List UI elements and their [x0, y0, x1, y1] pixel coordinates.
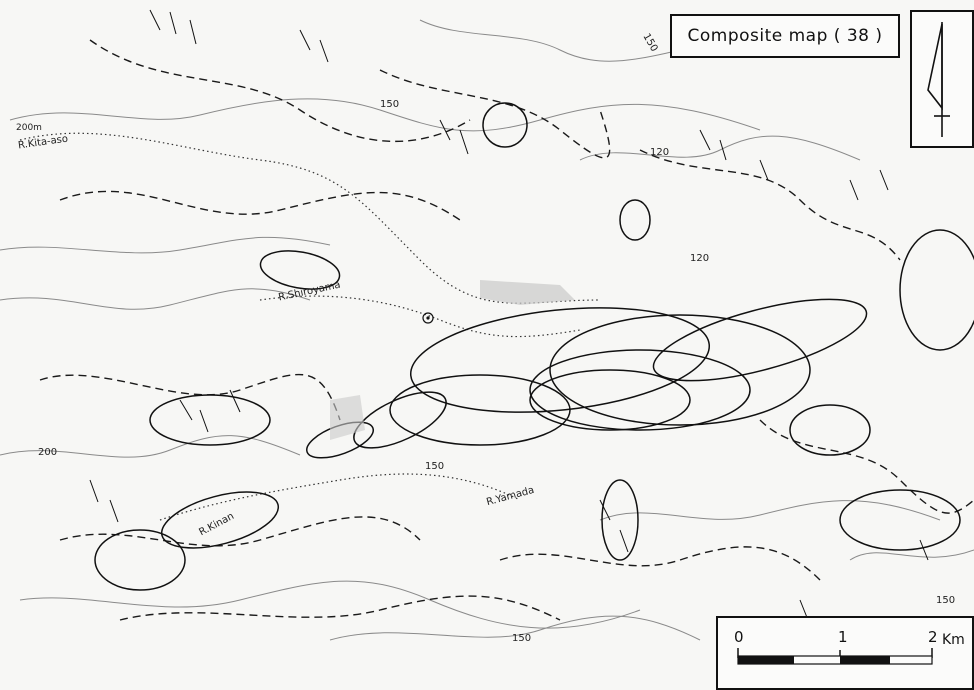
- contour-label-150-bottom: 150: [512, 633, 532, 644]
- river-lines: [19, 132, 601, 521]
- shaded-areas: [330, 280, 575, 440]
- north-arrow-icon: [927, 22, 950, 137]
- scale-unit: Km: [942, 632, 965, 648]
- contour-label-120-mid: 120: [690, 253, 710, 264]
- contour-label-150-center: 150: [425, 461, 445, 472]
- scale-tick-2: 2: [928, 628, 938, 646]
- dashed-tracks: [39, 39, 974, 621]
- map-title: Composite map ( 38 ): [687, 26, 883, 46]
- scale-bar-graphic: [737, 648, 933, 665]
- solid-loops: [94, 102, 974, 591]
- contour-label-150-right: 150: [936, 595, 956, 606]
- hatch-strokes: [89, 9, 929, 621]
- north-arrow-box: [910, 10, 974, 148]
- contour-label-120-top: 120: [650, 147, 670, 158]
- contour-label-200m: 200m: [16, 123, 42, 133]
- scale-tick-1: 1: [838, 628, 848, 646]
- contour-label-200-left: 200: [38, 447, 58, 458]
- scale-tick-0: 0: [734, 628, 744, 646]
- scale-bar-box: 0 1 2 Km: [716, 616, 974, 690]
- map-title-box: Composite map ( 38 ): [670, 14, 900, 58]
- town-symbol: [422, 312, 434, 324]
- contour-label-150-mid: 150: [380, 99, 400, 110]
- contour-lines: [0, 19, 974, 641]
